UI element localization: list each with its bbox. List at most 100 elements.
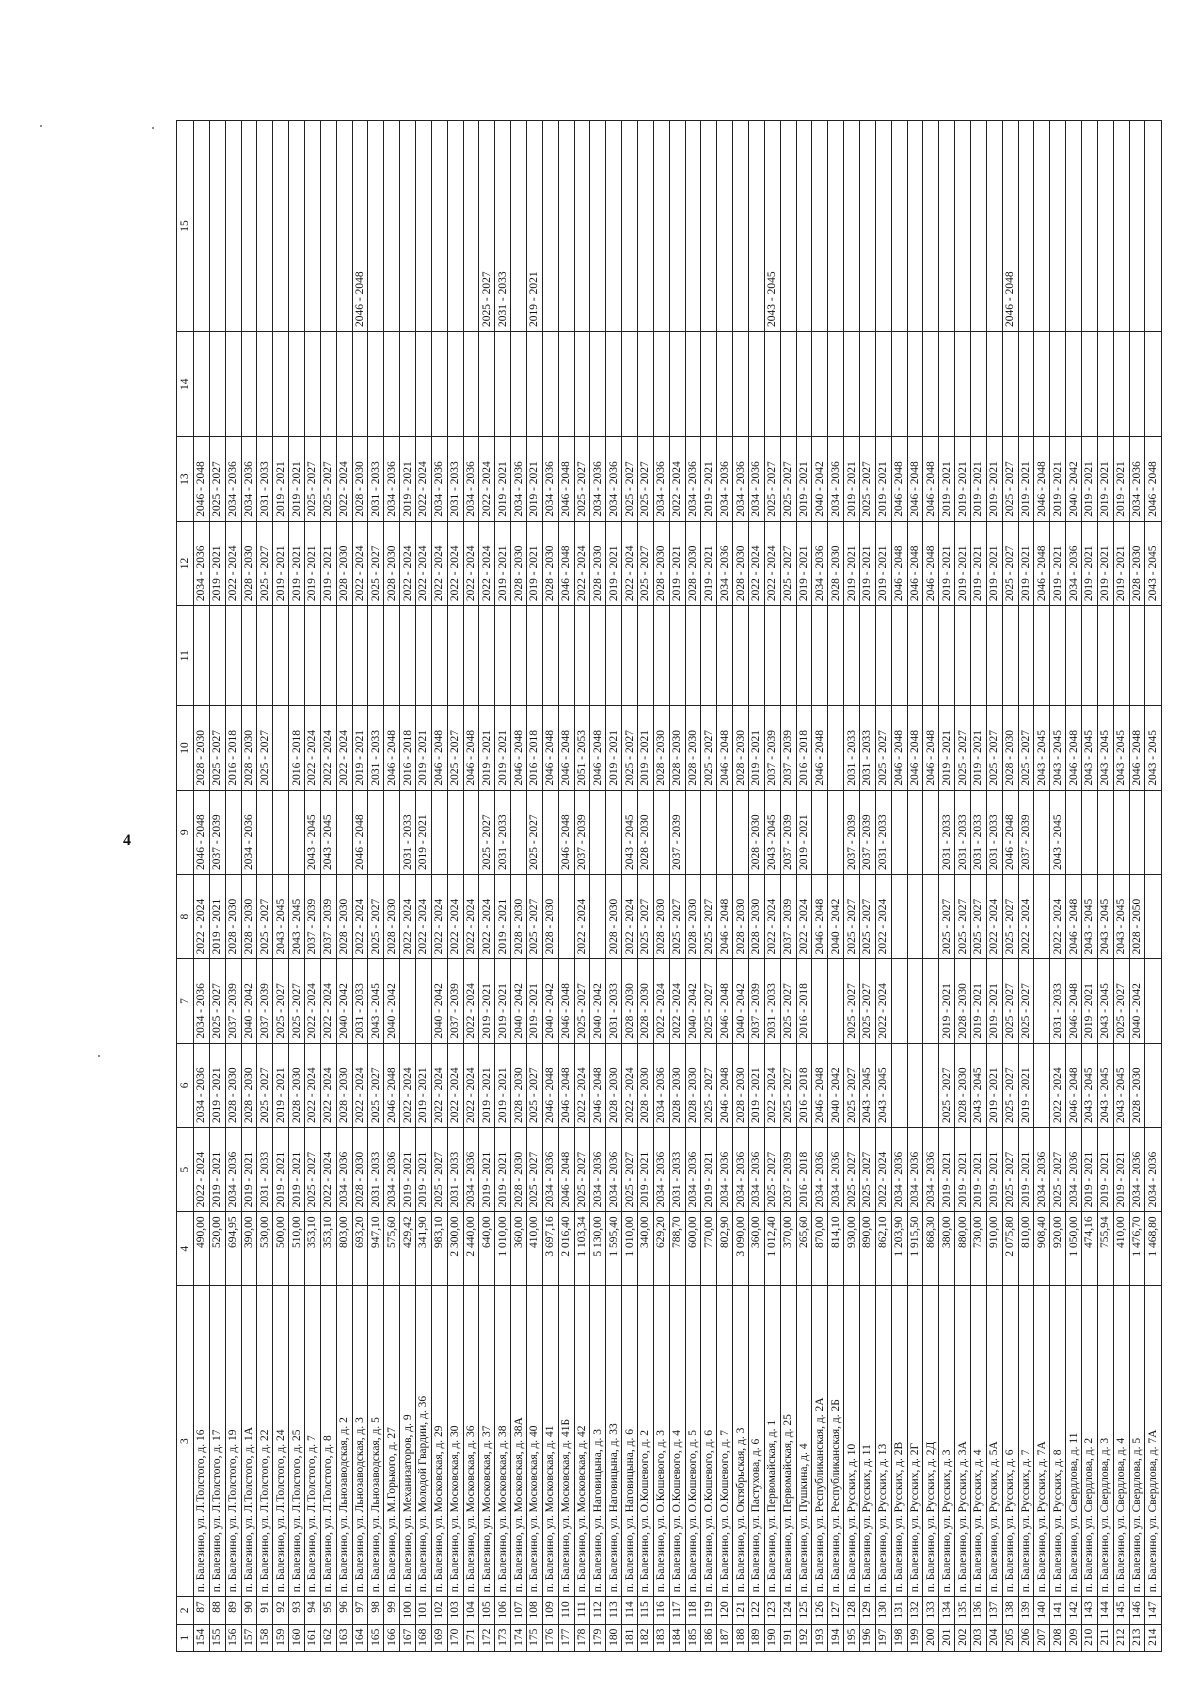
period-cell: 2046 - 2048 [542,1043,559,1128]
period-cell [796,120,812,332]
period-cell: 2037 - 2039 [780,790,797,875]
period-cell [827,120,844,332]
period-cell: 2025 - 2027 [970,874,987,959]
period-cell: 2019 - 2021 [970,436,987,522]
period-cell: 2022 - 2024 [352,874,368,959]
period-cell: 2019 - 2021 [637,705,654,791]
period-cell: 2034 - 2036 [431,436,448,522]
area-cell: 930,00 [843,1211,860,1286]
period-cell [1081,331,1098,437]
period-cell: 2025 - 2027 [1018,705,1034,791]
period-cell: 2025 - 2027 [526,790,543,875]
period-cell: 2019 - 2021 [478,958,495,1044]
period-cell [938,120,955,332]
period-cell [320,605,337,706]
period-cell: 2022 - 2024 [431,521,448,606]
period-cell [827,790,844,875]
period-cell: 2019 - 2021 [700,436,717,522]
period-cell [510,120,527,332]
period-cell [875,120,892,332]
period-cell: 2031 - 2033 [843,705,860,791]
area-cell: 575,60 [383,1211,400,1286]
building-number-cell: 89 [225,1596,241,1625]
period-cell [447,605,464,706]
row-index-cell: 204 [986,1624,1003,1652]
period-cell [589,120,606,332]
period-cell: 2019 - 2021 [970,705,987,791]
period-cell [352,331,368,437]
period-cell: 2031 - 2033 [352,958,368,1044]
building-number-cell: 100 [399,1596,416,1625]
period-cell: 2022 - 2024 [875,1127,892,1212]
period-cell [336,790,353,875]
period-cell: 2025 - 2027 [256,521,273,606]
period-cell: 2016 - 2018 [526,705,543,791]
area-cell: 802,90 [716,1211,733,1286]
period-cell: 2019 - 2021 [494,521,511,606]
period-cell: 2043 - 2045 [1049,705,1066,791]
period-cell [589,331,606,437]
period-cell: 2028 - 2030 [193,705,210,791]
period-cell: 2022 - 2024 [352,1043,368,1128]
period-cell: 2043 - 2045 [875,1043,892,1128]
period-cell [891,1043,908,1128]
period-cell: 2019 - 2021 [478,1043,495,1128]
period-cell [1113,331,1130,437]
period-cell [383,331,400,437]
period-cell [843,605,860,706]
row-index-cell: 170 [447,1624,464,1652]
address-cell: п. Балезино, ул. Л.Толстого, д. 17 [209,1285,226,1597]
address-cell: п. Балезино, ул. Русских, д. 3А [954,1285,971,1597]
period-cell [526,605,543,706]
period-cell [843,120,860,332]
period-cell: 2034 - 2036 [685,436,701,522]
period-cell: 2043 - 2045 [1049,790,1066,875]
building-number-cell: 101 [415,1596,432,1625]
period-cell [907,120,923,332]
area-cell: 814,10 [827,1211,844,1286]
period-cell: 2046 - 2048 [907,436,923,522]
period-cell: 2019 - 2021 [954,436,971,522]
period-cell: 2025 - 2027 [1002,958,1019,1044]
address-cell: п. Балезино, ул. Русских, д. 13 [875,1285,892,1597]
row-index-cell: 193 [811,1624,828,1652]
period-cell: 2019 - 2021 [526,521,543,606]
period-cell [1065,331,1082,437]
period-cell: 2019 - 2021 [304,521,321,606]
period-cell: 2025 - 2027 [304,436,321,522]
address-cell: п. Балезино, ул. Русских, д. 2Г [907,1285,923,1597]
period-cell: 2019 - 2021 [796,436,812,522]
row-index-cell: 188 [732,1624,749,1652]
period-cell: 2031 - 2033 [447,1127,464,1212]
period-cell: 2028 - 2030 [653,705,670,791]
period-cell: 2034 - 2036 [732,1127,749,1212]
building-number-cell: 97 [352,1596,368,1625]
period-cell [891,790,908,875]
period-cell: 2028 - 2030 [621,958,638,1044]
address-cell: п. Балезино, ул. Русских, д. 7 [1018,1285,1034,1597]
period-cell: 2034 - 2036 [716,1127,733,1212]
period-cell: 2043 - 2045 [970,1043,987,1128]
scan-speck [40,125,42,127]
period-cell [843,331,860,437]
period-cell: 2031 - 2033 [875,790,892,875]
period-cell [241,605,257,706]
period-cell: 2040 - 2042 [827,1043,844,1128]
period-cell [431,790,448,875]
period-cell: 2028 - 2030 [1002,705,1019,791]
period-cell: 2043 - 2045 [1113,705,1130,791]
period-cell: 2031 - 2033 [970,790,987,875]
period-cell [954,120,971,332]
period-cell [1081,605,1098,706]
area-cell: 380,00 [938,1211,955,1286]
row-index-cell: 200 [922,1624,939,1652]
building-number-cell: 106 [494,1596,511,1625]
column-header: 4 [176,1211,194,1286]
period-cell: 2022 - 2024 [669,436,686,522]
period-cell [716,790,733,875]
